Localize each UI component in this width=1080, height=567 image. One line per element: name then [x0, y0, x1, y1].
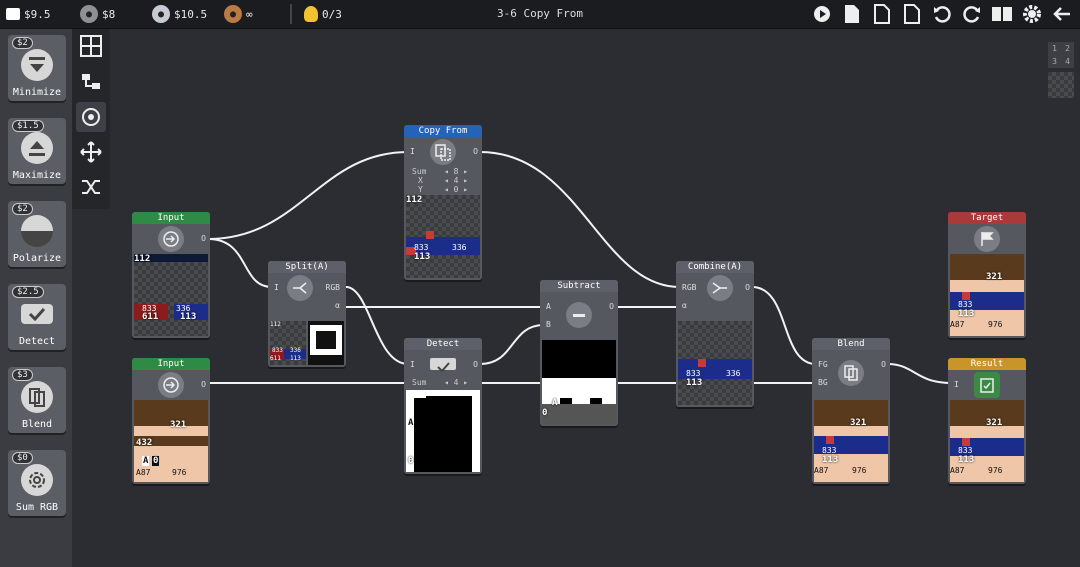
sum-stepper[interactable]: ◂ 8 ▸ [444, 167, 469, 176]
input-2-preview [134, 400, 208, 482]
silver-medal-icon: ● [80, 5, 98, 23]
clipboard-check-icon [974, 372, 1000, 398]
split-node[interactable]: Split(A) I RGB α 112 833 336 113 611 [268, 261, 346, 367]
network-tool[interactable] [76, 67, 106, 97]
detect-preview [406, 390, 480, 472]
maximize-icon [21, 132, 53, 164]
shop-card-detect[interactable]: $2.5 Detect [8, 284, 66, 350]
hint-counter[interactable]: 0/3 [304, 0, 342, 28]
subtract-preview [542, 340, 616, 424]
page-1-button[interactable] [840, 2, 864, 26]
shop-card-blend[interactable]: $3 Blend [8, 367, 66, 433]
checkmark-icon [430, 358, 456, 373]
split-icon [287, 275, 313, 301]
blend-preview [814, 400, 888, 482]
book-button[interactable] [990, 2, 1014, 26]
split-alpha-preview [308, 321, 344, 365]
combine-node[interactable]: Combine(A) RGB α O 833 336 113 [676, 261, 754, 407]
polarize-icon [21, 215, 53, 247]
target-node[interactable]: Target 321 833 113 A87 976 [948, 212, 1026, 338]
redo-icon [963, 6, 980, 23]
shop-card-polarize[interactable]: $2 Polarize [8, 201, 66, 267]
shop-card-minimize[interactable]: $2 Minimize [8, 35, 66, 101]
redo-button[interactable] [960, 2, 984, 26]
network-icon [82, 74, 100, 89]
result-node[interactable]: Result I 321 833 113 A87 976 [948, 358, 1026, 484]
book-icon [992, 7, 1012, 21]
result-preview [950, 400, 1024, 482]
blend-icon [21, 381, 53, 413]
combine-icon [707, 275, 733, 301]
money-display: $9.5 [6, 0, 51, 28]
checkmark-icon [21, 304, 53, 324]
bronze-medal-icon: ● [224, 5, 242, 23]
bronze-medal: ● ∞ [224, 0, 253, 28]
target-preview [950, 254, 1024, 336]
shuffle-tool[interactable] [76, 172, 106, 202]
shuffle-icon [82, 180, 100, 194]
minimize-icon [21, 49, 53, 81]
move-tool[interactable] [76, 137, 106, 167]
y-stepper[interactable]: ◂ 0 ▸ [444, 185, 469, 194]
back-button[interactable] [1050, 2, 1074, 26]
settings-button[interactable] [1020, 2, 1044, 26]
shop-card-maximize[interactable]: $1.5 Maximize [8, 118, 66, 184]
copy-from-node[interactable]: Copy From I O Sum X Y ◂ 8 ▸ ◂ 4 ▸ ◂ 0 ▸ … [404, 125, 482, 280]
play-button[interactable] [810, 2, 834, 26]
gear-icon [1023, 5, 1041, 23]
silver-medal-2: ● $10.5 [152, 0, 207, 28]
input-1-preview [134, 254, 208, 336]
flag-icon [974, 226, 1000, 252]
subtract-node[interactable]: Subtract A B O A 0 [540, 280, 618, 426]
document-outline-icon [874, 4, 890, 24]
sum-stepper[interactable]: ◂ 4 ▸ [444, 378, 469, 387]
silver-medal-2-icon: ● [152, 5, 170, 23]
split-rgb-preview [270, 321, 306, 365]
lightbulb-icon [304, 6, 318, 22]
page-2-button[interactable] [870, 2, 894, 26]
copy-from-preview [406, 195, 480, 278]
input-arrow-icon [158, 372, 184, 398]
silver-medal: ● $8 [80, 0, 115, 28]
x-stepper[interactable]: ◂ 4 ▸ [444, 176, 469, 185]
combine-preview [678, 321, 752, 405]
copy-icon [430, 139, 456, 165]
divider [290, 4, 292, 24]
document-icon [845, 5, 859, 23]
tool-column [72, 29, 110, 209]
play-icon [814, 6, 830, 22]
shop-card-sum-rgb[interactable]: $0 Sum RGB [8, 450, 66, 516]
calculator-tool[interactable] [76, 31, 106, 61]
minus-icon [566, 302, 592, 328]
spiral-icon [21, 464, 53, 496]
document-outline-icon [904, 4, 920, 24]
blend-icon [838, 360, 864, 386]
input-arrow-icon [158, 226, 184, 252]
shop-sidebar: $2 Minimize $1.5 Maximize $2 Polarize $2… [0, 29, 72, 567]
blend-node[interactable]: Blend FG BG O 321 833 113 A87 976 [812, 338, 890, 484]
arrow-left-icon [1053, 7, 1070, 21]
wallet-icon [6, 8, 20, 20]
move-arrows-icon [80, 141, 102, 163]
input-node-2[interactable]: Input O 321 432 A 0 A87 976 [132, 358, 210, 484]
undo-icon [934, 6, 951, 23]
undo-button[interactable] [930, 2, 954, 26]
page-3-button[interactable] [900, 2, 924, 26]
calculator-icon [80, 35, 102, 57]
top-bar: $9.5 ● $8 ● $10.5 ● ∞ 0/3 3-6 Copy From [0, 0, 1080, 29]
target-tool[interactable] [76, 102, 106, 132]
input-node-1[interactable]: Input O 112 833 336 611 113 [132, 212, 210, 338]
transparency-toggle[interactable] [1048, 72, 1074, 98]
crosshair-icon [82, 108, 100, 126]
detect-node[interactable]: Detect I O Sum ◂ 4 ▸ A 0 [404, 338, 482, 474]
